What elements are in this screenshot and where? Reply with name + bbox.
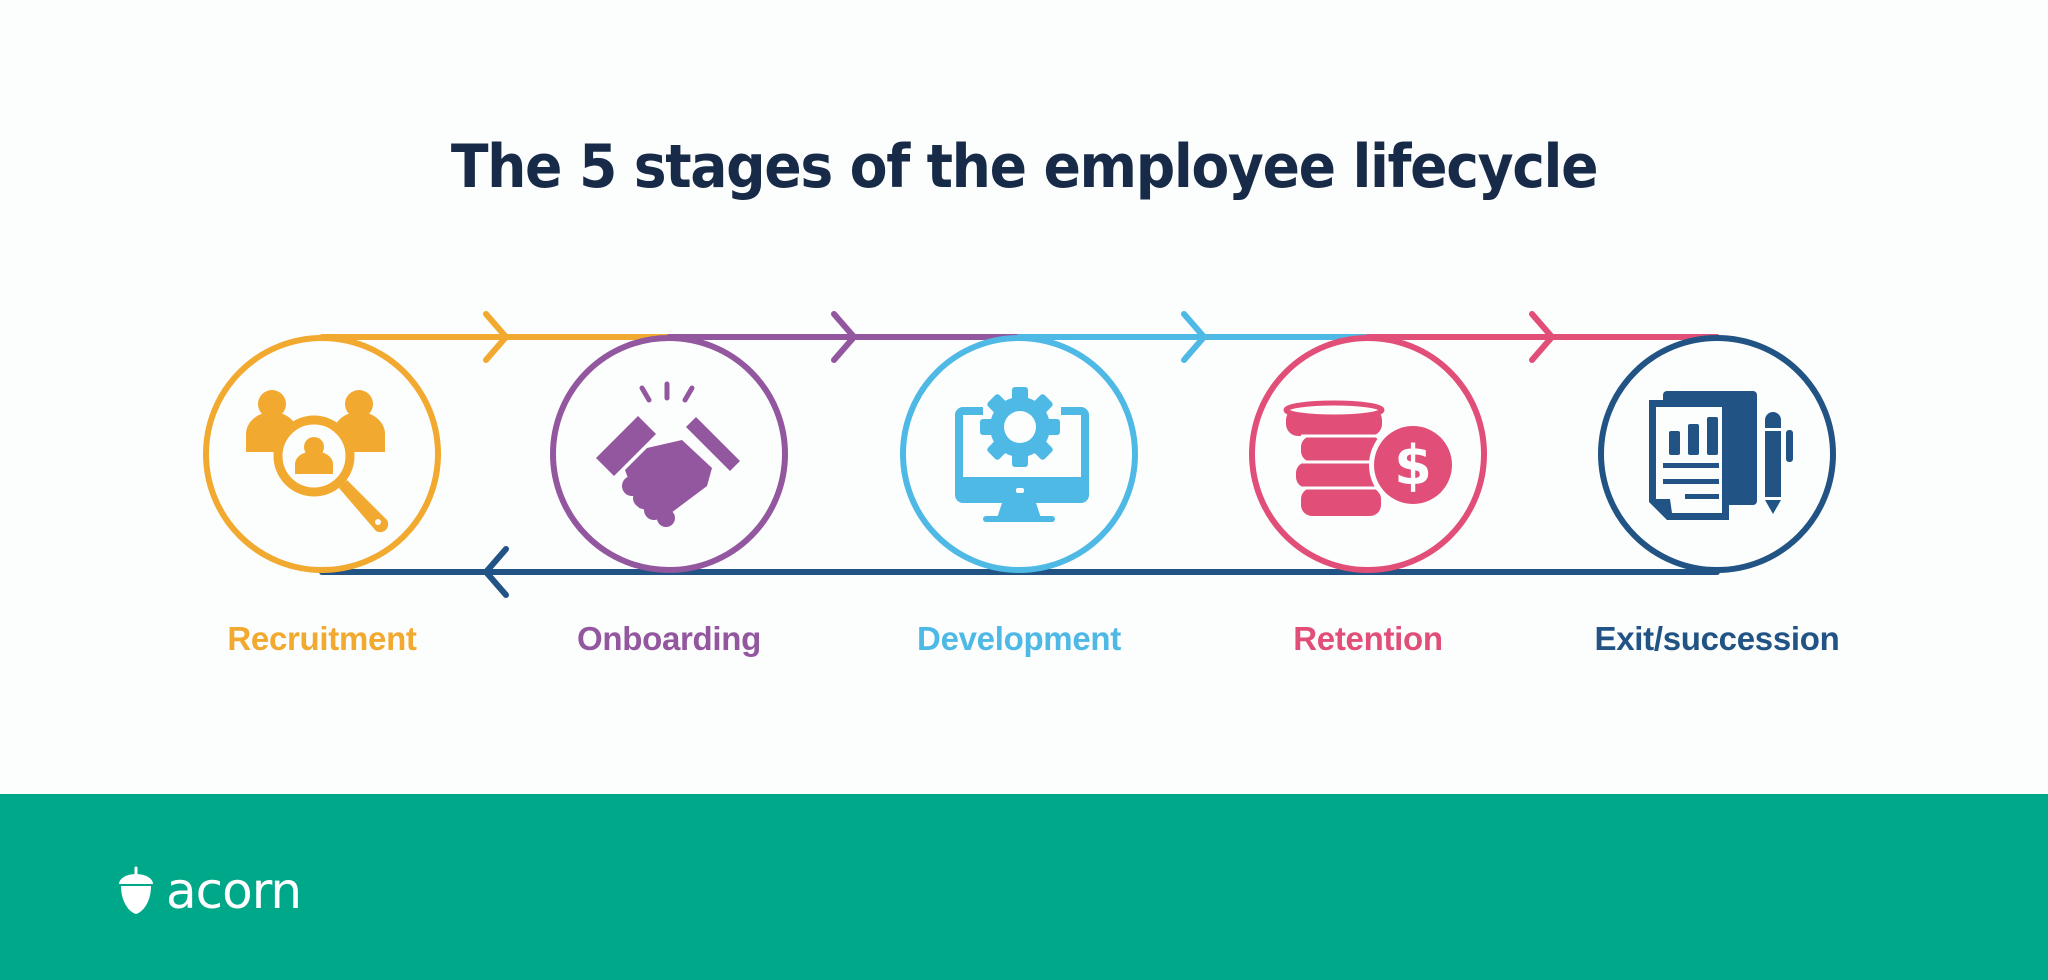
stage-development xyxy=(900,335,1138,573)
page-title: The 5 stages of the employee lifecycle xyxy=(450,132,1599,202)
stage-label-recruitment: Recruitment xyxy=(227,620,417,657)
arrow-right-icon xyxy=(1529,311,1555,363)
lifecycle-diagram: $ xyxy=(203,311,1836,598)
coins-dollar-icon: $ xyxy=(1283,400,1457,516)
arrow-right-icon xyxy=(831,311,857,363)
brand-name: acorn xyxy=(166,862,302,920)
stage-recruitment xyxy=(203,335,441,573)
acorn-icon xyxy=(119,866,153,914)
report-pen-icon xyxy=(1649,391,1793,520)
svg-text:$: $ xyxy=(1394,434,1432,497)
brand-logo: acorn xyxy=(116,862,302,920)
stage-onboarding xyxy=(550,335,788,573)
stage-exit-succession xyxy=(1598,335,1836,573)
stage-label-development: Development xyxy=(917,620,1121,657)
stage-label-onboarding: Onboarding xyxy=(577,620,761,657)
footer-bar xyxy=(0,794,2048,980)
handshake-icon xyxy=(596,381,740,527)
arrow-right-icon xyxy=(483,311,509,363)
arrow-right-icon xyxy=(1181,311,1207,363)
top-flow-line xyxy=(319,311,1720,363)
stage-retention: $ xyxy=(1249,335,1487,573)
stage-label-exit-succession: Exit/succession xyxy=(1594,620,1840,657)
stage-label-retention: Retention xyxy=(1293,620,1443,657)
arrow-left-icon xyxy=(483,546,509,598)
recruitment-magnifier-people-icon xyxy=(246,390,389,533)
monitor-gear-icon xyxy=(955,387,1089,522)
